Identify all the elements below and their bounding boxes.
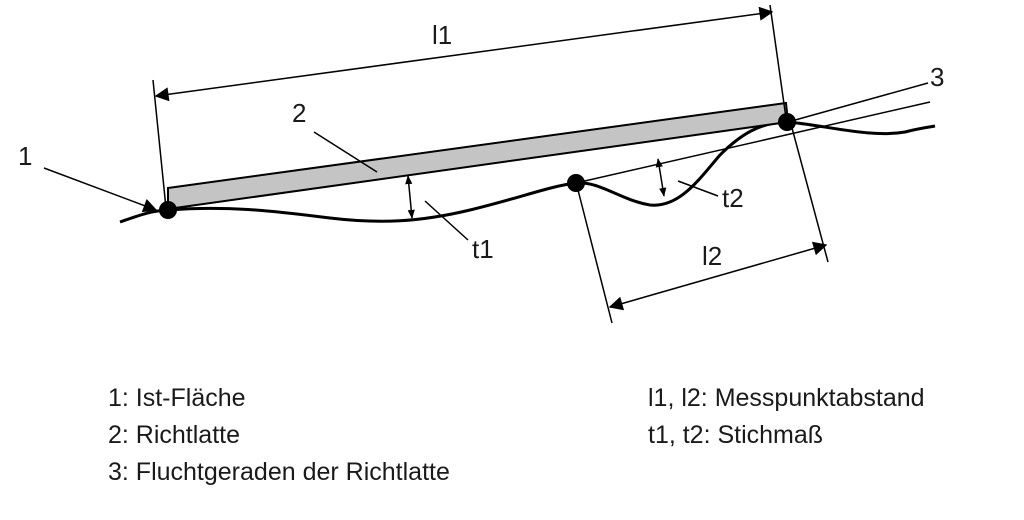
contact-point-left — [159, 201, 177, 219]
l1-extension-left — [152, 79, 167, 209]
label-2: 2 — [292, 98, 306, 128]
legend-item-gap-measure: t1, t2: Stichmaß — [648, 421, 824, 449]
label-t2: t2 — [722, 183, 744, 213]
leader-2 — [313, 131, 378, 173]
label-t1: t1 — [472, 234, 494, 264]
legend-item-alignment-lines: 3: Fluchtgeraden der Richtlatte — [108, 458, 450, 486]
leader-1 — [43, 167, 158, 213]
label-1: 1 — [18, 141, 32, 171]
t1-leader — [424, 200, 469, 241]
label-3: 3 — [930, 62, 944, 92]
actual-surface-curve — [119, 120, 936, 224]
contact-point-middle — [567, 174, 585, 192]
alignment-line-lower — [575, 101, 931, 184]
legend-item-straightedge: 2: Richtlatte — [108, 421, 241, 449]
l2-extension-left — [577, 189, 613, 324]
t2-leader — [677, 180, 719, 197]
contact-point-right — [778, 113, 796, 131]
legend-left: 1: Ist-Fläche 2: Richtlatte 3: Fluchtger… — [108, 380, 450, 491]
l2-dimension-arrow — [608, 241, 828, 311]
label-l1: l1 — [432, 20, 452, 50]
legend-right: l1, l2: Messpunktabstand t1, t2: Stichma… — [648, 380, 925, 454]
alignment-line-upper — [787, 82, 929, 123]
l1-dimension-arrow — [154, 6, 774, 102]
t2-gap-arrow — [655, 158, 667, 197]
l1-extension-right — [769, 4, 787, 119]
t1-gap-arrow — [405, 175, 415, 219]
legend-item-point-distance: l1, l2: Messpunktabstand — [648, 384, 925, 412]
legend-item-surface: 1: Ist-Fläche — [108, 384, 246, 412]
l2-extension-right — [791, 127, 829, 263]
label-l2: l2 — [702, 241, 722, 271]
